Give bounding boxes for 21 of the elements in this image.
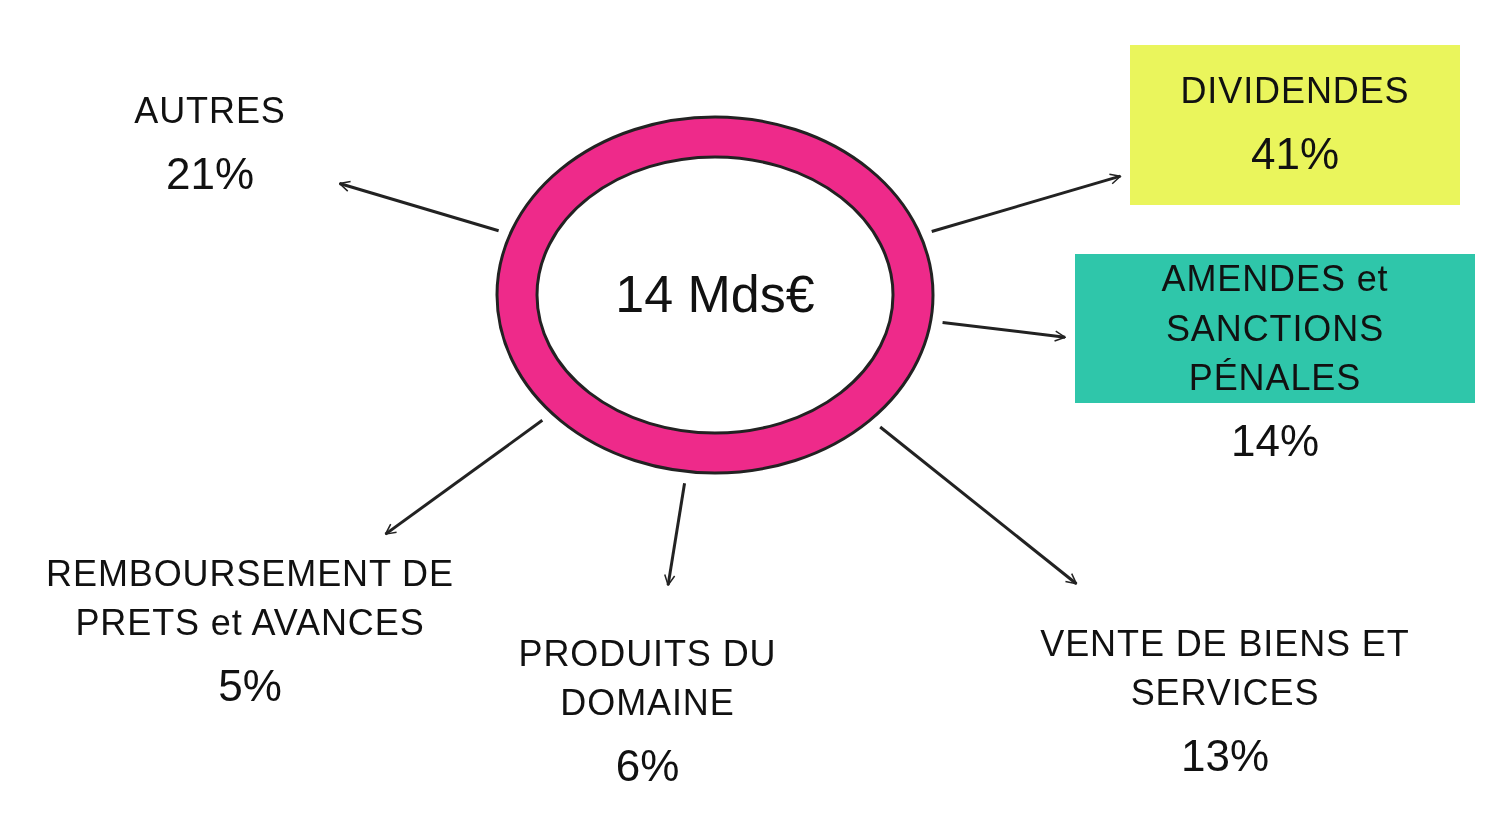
percentage-label: 21% <box>165 147 255 200</box>
ring-circle <box>495 115 935 475</box>
category-label: AUTRES <box>134 89 286 133</box>
arrow <box>879 425 1078 585</box>
category-label: VENTE DE BIENS ET SERVICES <box>1039 621 1411 716</box>
category-label: AMENDES et SANCTIONS PÉNALES <box>1075 254 1475 403</box>
text-node <box>1130 45 1460 205</box>
percentage-label: 41% <box>1250 127 1340 180</box>
category-label: DIVIDENDES <box>1180 69 1410 113</box>
percentage-label: 6% <box>615 739 680 792</box>
arrow <box>942 320 1066 342</box>
total-amount: 14 Mds€ <box>615 264 815 326</box>
arrow <box>384 419 544 536</box>
category-label: REMBOURSEMENT DE PRETS et AVANCES <box>45 551 455 646</box>
percentage-label: 5% <box>218 659 282 712</box>
arrow <box>338 180 500 233</box>
category-label: PRODUITS DU DOMAINE <box>517 631 778 726</box>
percentage-label: 14% <box>1230 414 1320 467</box>
arrow <box>931 173 1122 233</box>
arrow <box>664 483 687 586</box>
percentage-label: 13% <box>1180 729 1270 782</box>
